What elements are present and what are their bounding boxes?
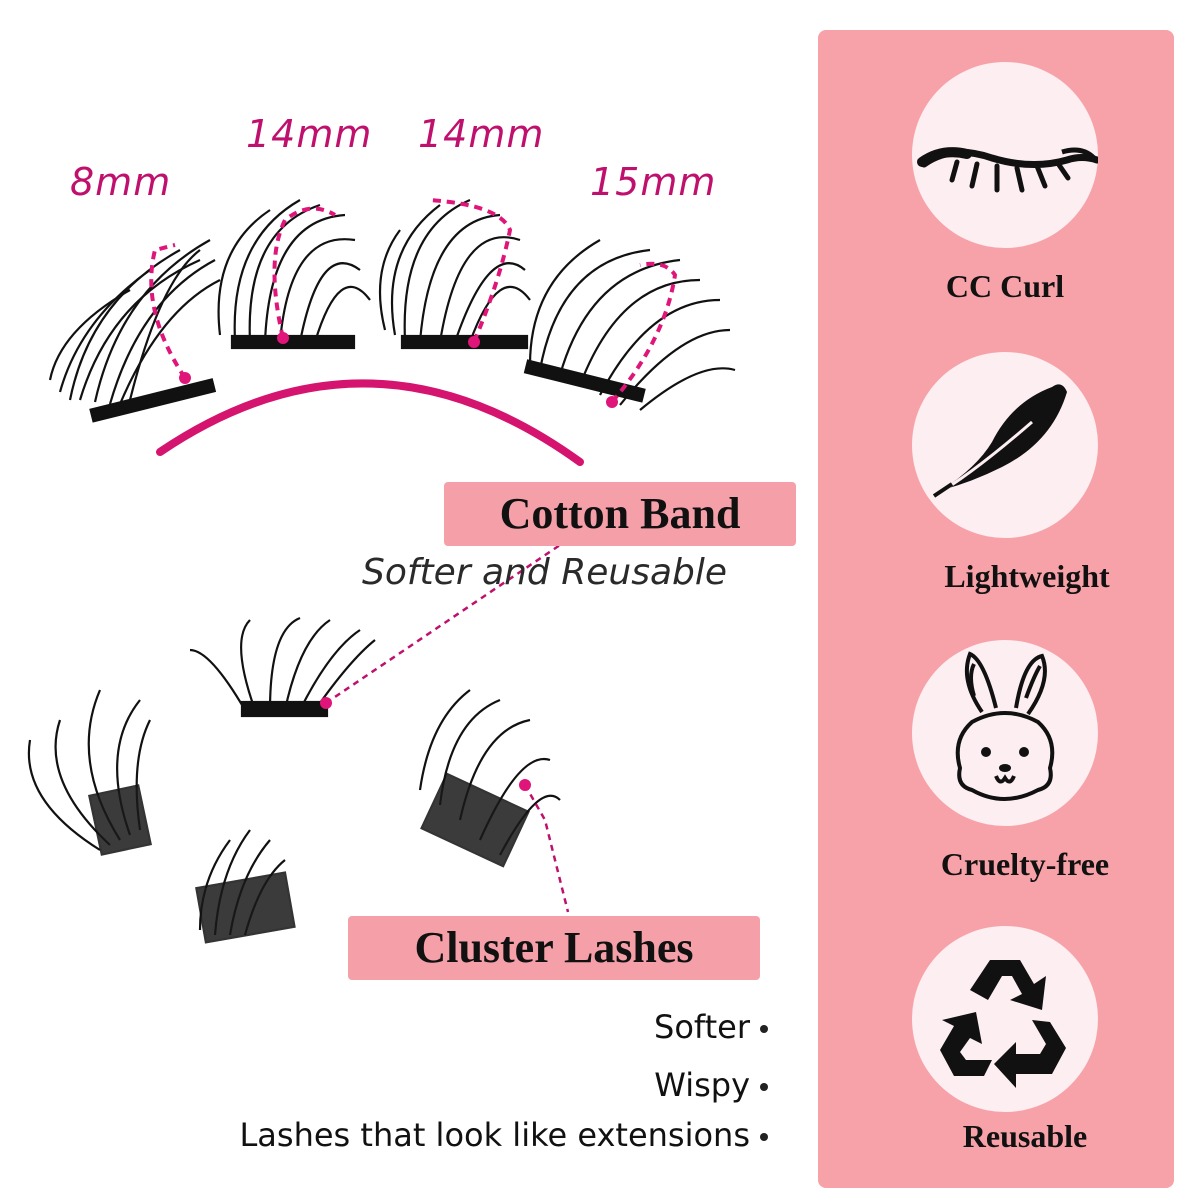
feature-label-reusable: Reusable <box>962 1118 1088 1154</box>
bottom-lash-clusters <box>27 616 561 944</box>
bullet-softer: Softer <box>654 1008 768 1046</box>
feature-circle-reusable <box>912 926 1098 1112</box>
length-label-8mm: 8mm <box>70 160 172 204</box>
feature-circle-cc-curl <box>912 62 1098 248</box>
lash-illustration <box>27 198 736 944</box>
length-label-14mm-a: 14mm <box>246 112 373 156</box>
bunny-icon <box>955 651 1055 801</box>
top-lash-clusters <box>48 198 736 423</box>
bullet-wispy: Wispy <box>654 1066 768 1104</box>
pointer-dots <box>320 697 531 791</box>
feature-label-lightweight: Lightweight <box>944 558 1110 594</box>
length-label-15mm: 15mm <box>590 160 717 204</box>
feature-label-cc-curl: CC Curl <box>945 268 1065 304</box>
length-indicator-dots <box>179 332 618 408</box>
length-label-14mm-b: 14mm <box>418 112 545 156</box>
curve-band-arc <box>156 379 584 466</box>
feature-circle-cruelty-free <box>912 640 1098 826</box>
cluster-lashes-tag: Cluster Lashes <box>348 916 760 980</box>
closed-eye-lash-icon <box>917 147 1098 193</box>
bullet-extensions: Lashes that look like extensions <box>239 1116 768 1154</box>
feather-icon <box>932 384 1067 498</box>
feature-label-cruelty-free: Cruelty-free <box>940 846 1110 882</box>
cotton-band-tag: Cotton Band <box>444 482 796 546</box>
pointer-lines <box>325 543 570 913</box>
length-indicators <box>149 198 678 404</box>
recycle-icon <box>940 960 1066 1088</box>
cotton-band-subtitle: Softer and Reusable <box>362 552 728 593</box>
feature-circle-lightweight <box>912 352 1098 538</box>
